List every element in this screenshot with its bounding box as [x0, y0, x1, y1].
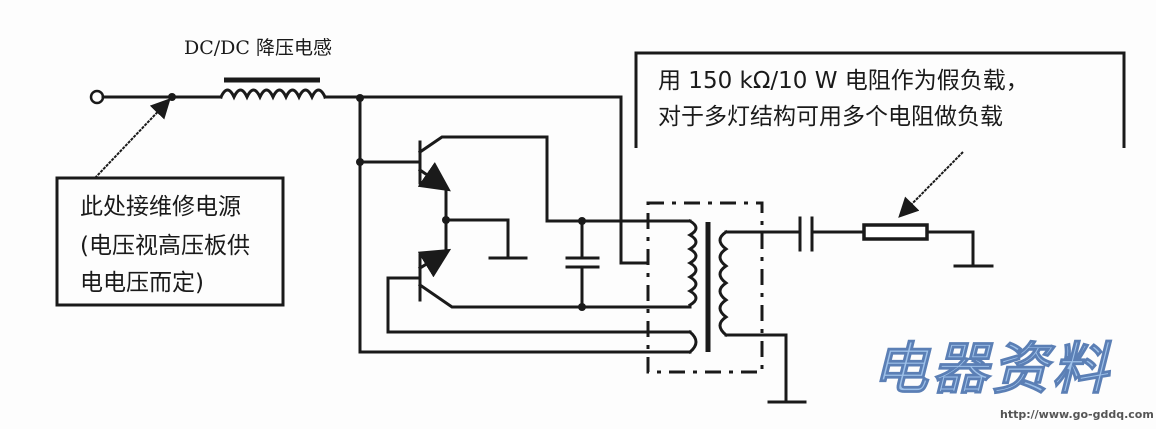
secondary-ground-wire	[724, 333, 807, 404]
dummy-load-resistor	[862, 223, 929, 241]
top-wire	[323, 95, 650, 265]
input-terminal	[89, 89, 105, 105]
junction-dot	[578, 303, 586, 311]
lower-emitter-arrow	[417, 248, 452, 278]
load-note-bracket	[634, 51, 1126, 148]
primary-winding	[687, 218, 698, 355]
supply-rail	[358, 96, 692, 354]
secondary-winding	[718, 229, 729, 338]
transformer-box	[646, 201, 764, 374]
load-note-line: 对于多灯结构可用多个电阻做负载	[658, 104, 1003, 130]
junction-dot	[168, 93, 176, 101]
ground-wire	[444, 218, 528, 260]
service-note-line: 此处接维修电源	[80, 194, 241, 220]
inductor-label: DC/DC 降压电感	[184, 37, 332, 59]
service-note-box	[55, 176, 285, 307]
watermark-logo: 电器资料	[872, 337, 1112, 402]
watermark-url: http://www.go-gddq.com	[1000, 408, 1154, 421]
inductor	[219, 88, 327, 101]
load-note-line: 用 150 kΩ/10 W 电阻作为假负载，	[658, 68, 1029, 94]
resonant-capacitor	[565, 219, 600, 309]
load-note-arrow	[898, 151, 964, 218]
upper-transistor	[358, 135, 692, 223]
junction-dot	[578, 217, 586, 225]
output-capacitor	[724, 216, 866, 252]
load-ground-wire	[925, 230, 994, 268]
service-note-line: 电电压而定)	[80, 270, 204, 296]
lower-transistor	[386, 253, 692, 334]
service-note-line: (电压视高压板供	[80, 233, 250, 259]
service-note-arrow	[94, 98, 171, 179]
upper-emitter-arrow	[417, 162, 451, 192]
